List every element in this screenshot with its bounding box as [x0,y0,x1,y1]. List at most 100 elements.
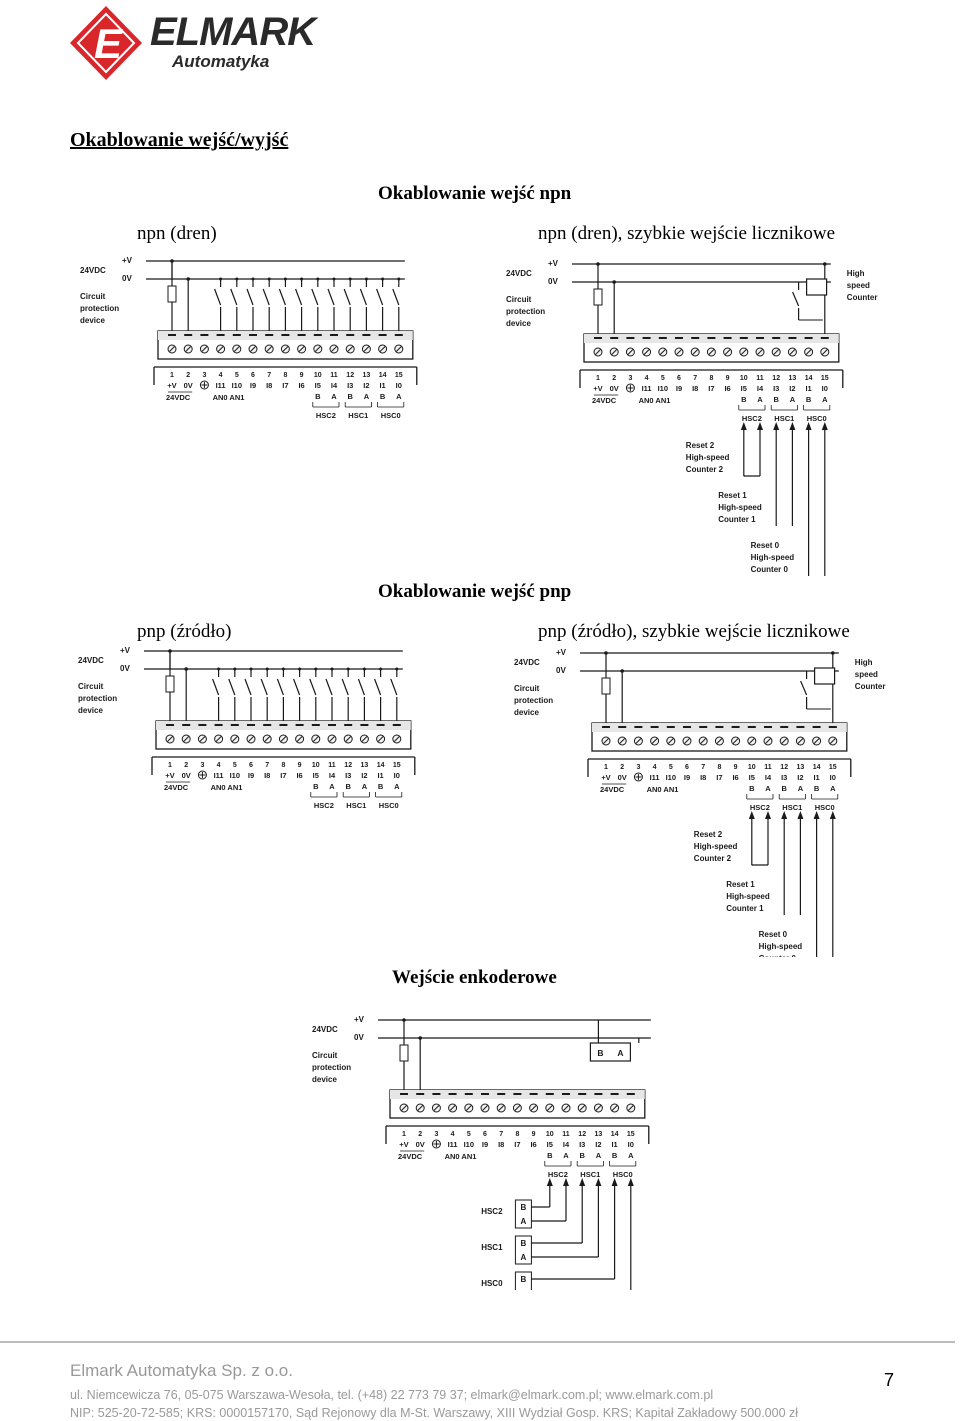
terminal-number: 5 [235,372,239,379]
terminal-name: I10 [666,773,676,782]
junction-dot [251,277,255,281]
wire [325,678,333,696]
terminal-tab [650,726,659,728]
terminal-number: 10 [312,762,320,769]
circuit-label: Circuit [514,684,540,693]
wire [449,1105,456,1111]
circuit-label: protection [80,304,119,313]
terminal-number: 10 [546,1131,554,1138]
circuit-label: device [312,1075,337,1084]
hsc-b-label: B [814,784,820,793]
terminal-number: 6 [677,375,681,382]
terminal-number: 9 [726,375,730,382]
terminal-tab [747,726,756,728]
wire [595,349,601,355]
terminal-tab [610,1093,619,1095]
encoder-box [589,1042,631,1062]
arrow-icon [781,811,788,819]
pnp-left-caption: pnp (źródło) [137,621,232,642]
wire [651,738,658,744]
terminal-tab [666,726,675,728]
reset-counter-label: Reset 0 [759,930,788,939]
analog-label: AN0 AN1 [445,1152,477,1161]
terminal-tab [279,724,288,726]
terminal-number: 2 [620,764,624,771]
analog-label: AN0 AN1 [213,393,245,402]
terminal-number: 3 [434,1131,438,1138]
terminal-number: 3 [200,762,204,769]
terminal-tab [464,1093,473,1095]
wire [311,288,319,306]
terminal-tab [200,334,209,336]
wire [359,288,367,306]
terminal-name: I2 [361,771,367,780]
hsc-label: HSC1 [348,411,368,420]
wire [278,288,286,306]
terminal-name: I1 [813,773,819,782]
terminal-name: I3 [773,384,779,393]
supply-label: 24VDC [80,266,106,275]
terminal-tab [184,334,193,336]
arrow-icon [740,422,747,430]
wire [797,738,804,744]
reset-counter-label: Counter 1 [726,904,764,913]
terminal-tab [313,334,322,336]
wire [627,349,634,355]
terminal-tab [812,726,821,728]
reset-counter-label: Counter 0 [759,954,797,957]
terminal-tab [432,1093,441,1095]
hsc-label: HSC0 [381,411,401,420]
terminal-name: 0V [610,384,619,393]
terminal-number: 14 [805,375,813,382]
hsc-a-label: A [396,392,402,401]
junction-dot [170,259,174,263]
terminal-name: I3 [345,771,351,780]
terminal-name: I5 [313,771,319,780]
terminal-tab [715,726,724,728]
wire [357,678,365,696]
terminal-tab [642,337,651,339]
junction-dot [604,651,608,655]
terminal-tab [247,724,255,726]
wire [312,736,319,742]
wire [266,346,273,352]
reset-counter-label: Counter 2 [686,465,724,474]
terminal-number: 3 [636,764,640,771]
terminal-name: I11 [642,384,652,393]
hsc-b-label: B [773,395,779,404]
wire [282,346,289,352]
terminal-number: 4 [451,1131,455,1138]
junction-dot [364,277,368,281]
arrow-icon [797,811,804,819]
hsc-a-label: A [830,784,836,793]
encoder-output-box [514,1271,532,1290]
wire [309,678,317,696]
terminal-name: I9 [482,1140,488,1149]
wire [295,288,303,306]
hsc-a-label: A [563,1151,569,1160]
pnp-section-title: Okablowanie wejść pnp [378,581,572,602]
wire [765,738,771,744]
plus-v-label: +V [120,646,131,655]
circuit-label: protection [78,694,117,703]
terminal-tab [658,337,667,339]
terminal-tab [232,334,241,336]
zero-v-label: 0V [354,1033,364,1042]
terminal-name: I11 [214,771,224,780]
wire [740,349,747,355]
footer-company: Elmark Automatyka Sp. z o.o. [70,1361,293,1380]
terminal-name: I10 [658,384,668,393]
encoder-output-box [514,1235,532,1265]
junction-dot [217,667,221,671]
wire [676,349,682,355]
terminal-name: I0 [394,771,400,780]
hsc-b-label: B [313,782,319,791]
wire [595,1105,602,1111]
circuit-label: protection [514,696,553,705]
terminal-tab [168,334,176,336]
terminal-number: 5 [467,1131,471,1138]
junction-dot [823,262,827,266]
terminal-number: 15 [821,375,829,382]
encoder-output-box [514,1199,532,1229]
